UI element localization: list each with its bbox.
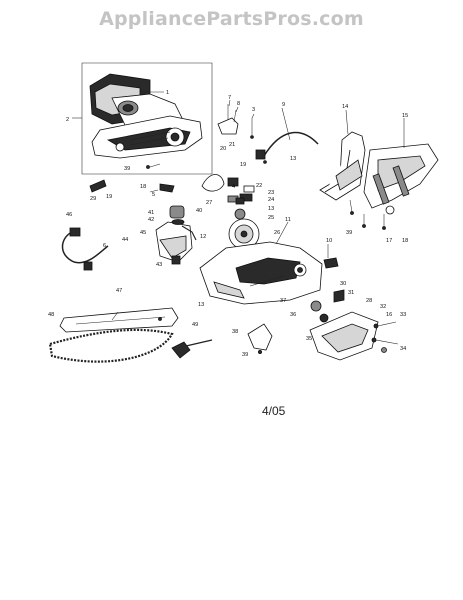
callout-17: 17 (386, 238, 392, 244)
callout-36: 36 (290, 312, 296, 318)
callout-34: 34 (400, 346, 406, 352)
callout-42: 42 (148, 217, 154, 223)
callout-18: 18 (402, 238, 408, 244)
callout-3: 3 (252, 107, 255, 113)
callout-9: 9 (282, 102, 285, 108)
switch-clip-part (217, 104, 239, 135)
switch-assembly (201, 174, 255, 203)
drive-sprocket (228, 197, 260, 250)
callout-13-low: 13 (198, 302, 204, 308)
callout-19: 19 (106, 194, 112, 200)
callout-14: 14 (342, 104, 348, 110)
callout-20: 20 (220, 146, 226, 152)
callout-39-handle: 39 (346, 230, 352, 236)
callout-12: 12 (200, 234, 206, 240)
screw-39-top (146, 163, 161, 169)
screw-3 (250, 118, 254, 139)
front-handle-14 (319, 131, 366, 215)
callout-21: 21 (229, 142, 235, 148)
callout-15: 15 (402, 113, 408, 119)
callout-44: 44 (122, 237, 128, 243)
motor-assembly-frame (81, 62, 213, 175)
callout-23: 23 (268, 190, 274, 196)
callout-33: 33 (400, 312, 406, 318)
callout-6: 6 (103, 243, 106, 249)
callout-7: 7 (228, 95, 231, 101)
callout-39-motor: 39 (124, 166, 130, 172)
callout-5: 5 (152, 192, 155, 198)
power-cord-9 (255, 131, 319, 164)
rear-handle-15 (363, 143, 439, 215)
callout-29: 29 (90, 196, 96, 202)
callout-16: 16 (386, 312, 392, 318)
site-watermark: AppliancePartsPros.com (99, 8, 364, 30)
callout-49: 49 (192, 322, 198, 328)
clip-parts-18-19 (89, 179, 175, 193)
callout-35: 35 (306, 336, 312, 342)
callout-19-switch: 19 (240, 162, 246, 168)
callout-40: 40 (196, 208, 202, 214)
callout-28: 28 (366, 298, 372, 304)
callout-10: 10 (326, 238, 332, 244)
callout-13-mid: 13 (268, 206, 274, 212)
guide-bar-47 (59, 307, 179, 333)
part-10 (323, 257, 339, 269)
callout-37: 37 (280, 298, 286, 304)
callout-25: 25 (268, 215, 274, 221)
callout-13-top: 13 (290, 156, 296, 162)
callout-46: 46 (66, 212, 72, 218)
callout-4: 4 (232, 184, 235, 190)
handle-screws (362, 214, 386, 230)
gear-housing (91, 115, 203, 159)
callout-39-brake: 39 (242, 352, 248, 358)
callout-30: 30 (340, 281, 346, 287)
callout-47: 47 (116, 288, 122, 294)
revision-date: 4/05 (262, 404, 286, 418)
oil-tank-assembly (155, 205, 197, 265)
callout-labels: 1 2 3 4 5 6 7 8 9 10 11 12 13 13 13 14 1… (48, 90, 408, 358)
chain-brake-38 (247, 323, 273, 354)
callout-38: 38 (232, 329, 238, 335)
callout-43: 43 (156, 262, 162, 268)
leader-lines (72, 91, 405, 321)
bar-wrench-49 (171, 339, 213, 359)
callout-31: 31 (348, 290, 354, 296)
callout-45: 45 (140, 230, 146, 236)
sprocket-cover (309, 289, 379, 361)
callout-11: 11 (285, 217, 291, 223)
cover-screws (371, 321, 399, 353)
extension-cord-46 (61, 227, 109, 271)
saw-chain-48 (48, 328, 174, 363)
callout-24: 24 (268, 197, 274, 203)
callout-18-clip: 18 (140, 184, 146, 190)
callout-26: 26 (274, 230, 280, 236)
callout-41: 41 (148, 210, 154, 216)
callout-48: 48 (48, 312, 54, 318)
main-housing-11 (199, 241, 323, 305)
motor-part (89, 73, 183, 126)
callout-1: 1 (166, 90, 169, 96)
callout-8: 8 (237, 101, 240, 107)
callout-22: 22 (256, 183, 262, 189)
callout-32: 32 (380, 304, 386, 310)
callout-27: 27 (206, 200, 212, 206)
callout-2: 2 (66, 117, 69, 123)
